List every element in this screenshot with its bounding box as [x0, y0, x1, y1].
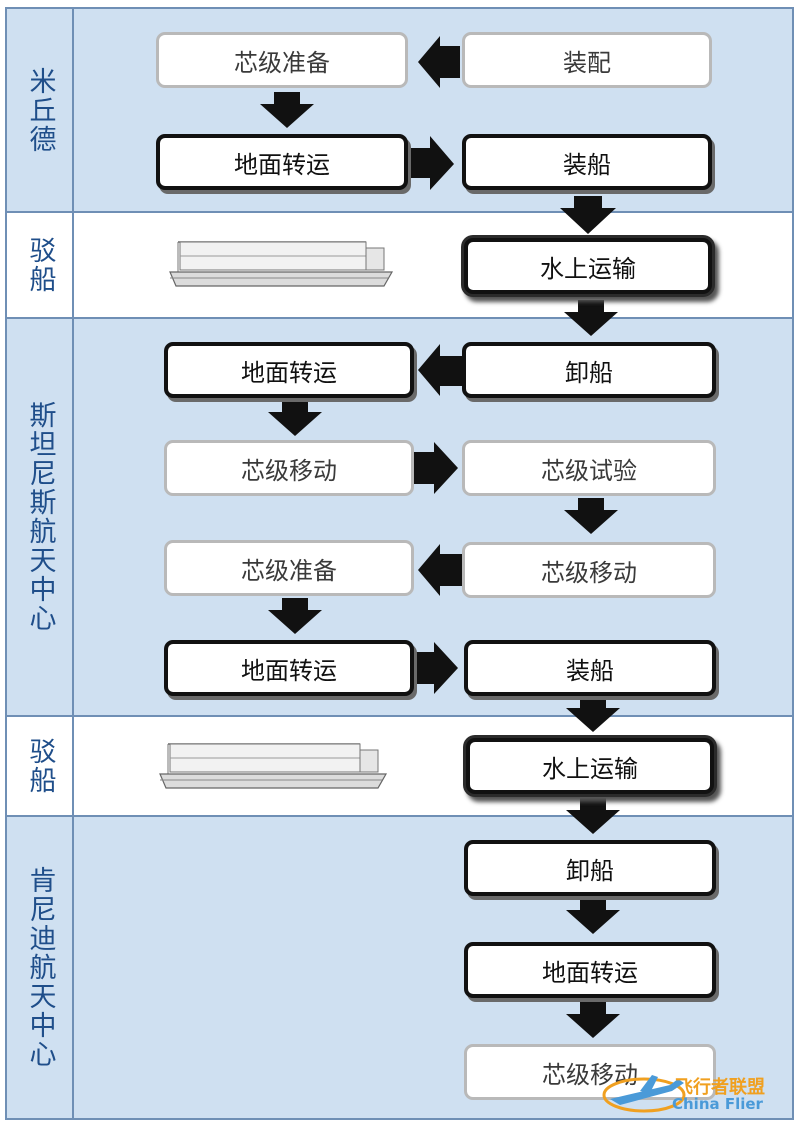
flow-node-label: 芯级移动 — [541, 558, 637, 587]
flow-node: 卸船 — [462, 342, 716, 398]
arrow-left-icon — [418, 36, 460, 88]
flow-node-label: 芯级准备 — [234, 48, 330, 77]
arrow-down-icon — [564, 498, 618, 534]
flow-node-label: 卸船 — [565, 358, 613, 387]
flow-node: 芯级准备 — [164, 540, 414, 596]
flow-node-label: 地面转运 — [241, 656, 337, 685]
lane-label-michoud: 米丘德 — [8, 8, 72, 212]
flow-node: 装船 — [464, 640, 716, 696]
flow-node-label: 地面转运 — [542, 958, 638, 987]
lane-label-barge-2: 驳船 — [8, 716, 72, 816]
watermark-cn: 飞行者联盟 — [675, 1077, 765, 1098]
flow-node-label: 地面转运 — [241, 358, 337, 387]
flow-node-label: 水上运输 — [540, 254, 636, 283]
flow-node-label: 芯级试验 — [541, 456, 637, 485]
arrow-down-icon — [268, 598, 322, 634]
flow-node: 水上运输 — [464, 238, 712, 294]
arrow-down-icon — [566, 898, 620, 934]
barge-illustration — [169, 241, 394, 287]
flow-node-label: 装配 — [563, 48, 611, 77]
lane-label-text: 驳船 — [24, 236, 56, 294]
lane-label-text: 肯尼迪航天中心 — [24, 866, 56, 1069]
flow-node-label: 地面转运 — [234, 150, 330, 179]
lane-label-text: 驳船 — [24, 737, 56, 795]
watermark: 飞行者联盟 China Flier — [600, 1055, 795, 1125]
flow-node-label: 卸船 — [566, 856, 614, 885]
flow-node: 芯级移动 — [464, 1044, 716, 1100]
flow-node: 地面转运 — [156, 134, 408, 190]
arrow-down-icon — [566, 696, 620, 732]
arrow-down-icon — [560, 196, 616, 234]
lane-label-barge-1: 驳船 — [8, 212, 72, 318]
flow-node: 芯级准备 — [156, 32, 408, 88]
flow-node: 地面转运 — [164, 640, 414, 696]
arrow-down-icon — [260, 92, 314, 128]
watermark-en: China Flier — [672, 1095, 763, 1113]
flow-node: 装船 — [462, 134, 712, 190]
flow-node: 卸船 — [464, 840, 716, 896]
lane-label-text: 米丘德 — [24, 66, 56, 154]
flow-node: 装配 — [462, 32, 712, 88]
flow-node: 芯级移动 — [164, 440, 414, 496]
lane-label-stennis: 斯坦尼斯航天中心 — [8, 318, 72, 716]
flow-node-label: 装船 — [566, 656, 614, 685]
arrow-right-icon — [414, 642, 458, 694]
flow-node-label: 芯级准备 — [241, 556, 337, 585]
flow-node: 地面转运 — [164, 342, 414, 398]
flow-node: 地面转运 — [464, 942, 716, 998]
flow-node: 芯级移动 — [462, 542, 716, 598]
arrow-down-icon — [566, 1002, 620, 1038]
flow-node-label: 芯级移动 — [542, 1060, 638, 1089]
arrow-left-icon — [418, 344, 462, 396]
barge-illustration — [159, 743, 388, 789]
arrow-left-icon — [418, 544, 462, 596]
lane-label-text: 斯坦尼斯航天中心 — [24, 401, 56, 633]
lane-label-kennedy: 肯尼迪航天中心 — [8, 816, 72, 1119]
flow-node-label: 水上运输 — [542, 754, 638, 783]
arrow-right-icon — [414, 442, 458, 494]
flow-node: 水上运输 — [466, 738, 714, 794]
arrow-down-icon — [566, 798, 620, 834]
flow-node-label: 芯级移动 — [241, 456, 337, 485]
airplane-logo-icon — [602, 1075, 686, 1113]
flow-node-label: 装船 — [563, 150, 611, 179]
arrow-down-icon — [268, 400, 322, 436]
arrow-right-icon — [408, 136, 454, 190]
flow-node: 芯级试验 — [462, 440, 716, 496]
arrow-down-icon — [564, 300, 618, 336]
